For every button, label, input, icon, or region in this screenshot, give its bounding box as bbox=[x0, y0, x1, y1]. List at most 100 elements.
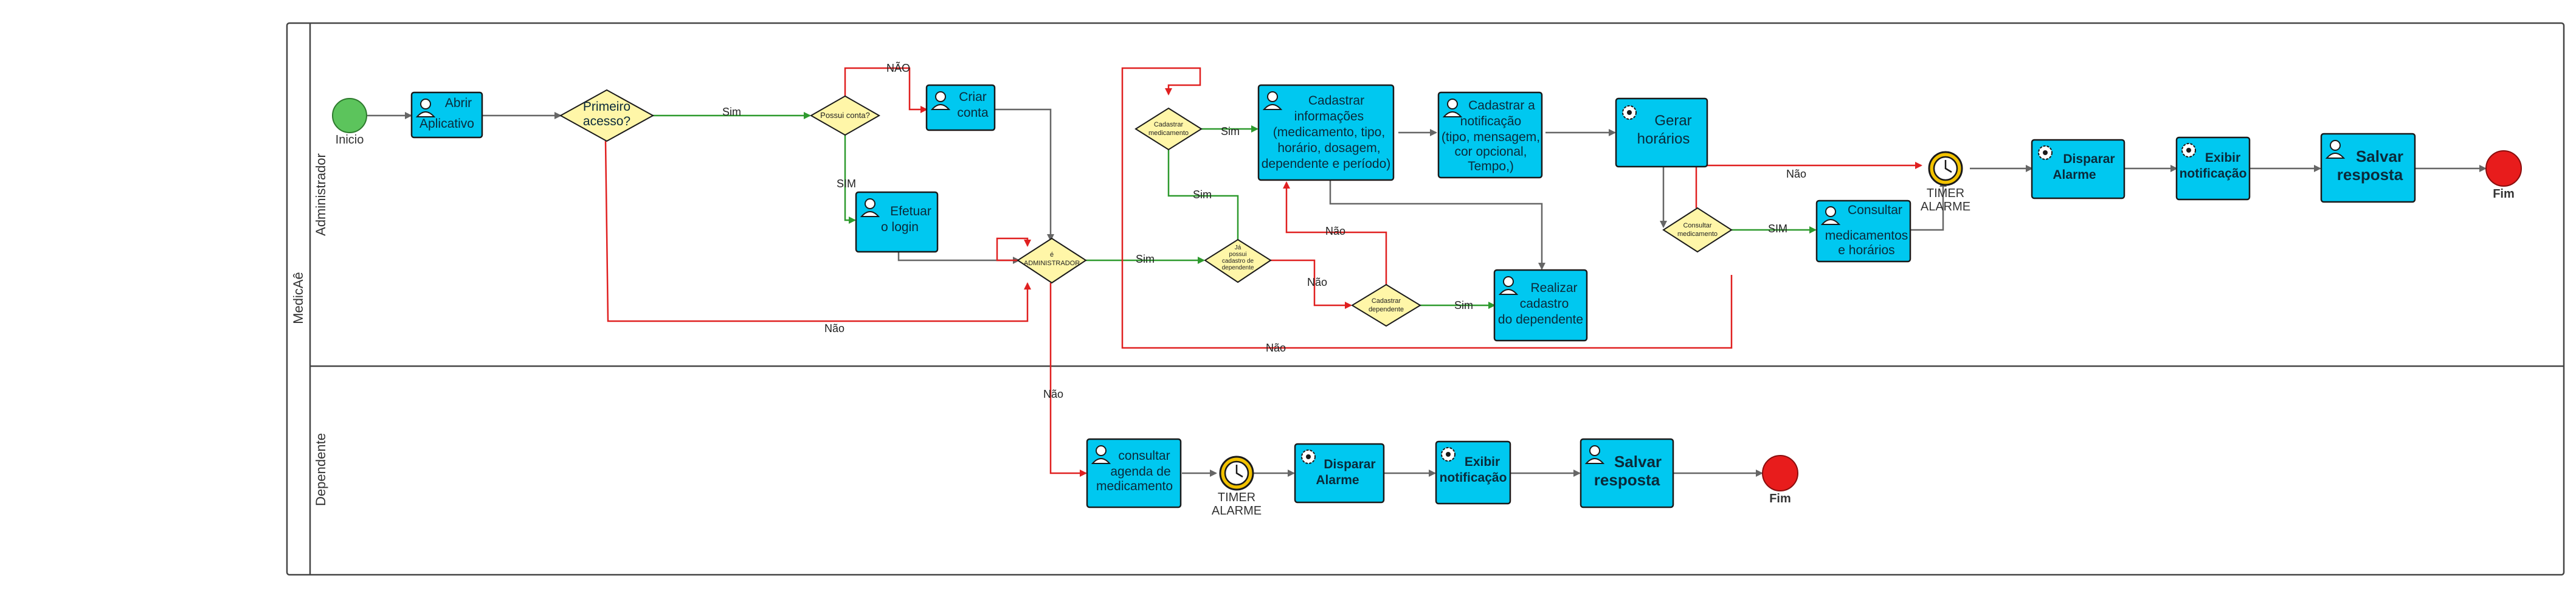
sequence-flows bbox=[367, 67, 2487, 477]
gateway-primeiro-text-1: Primeiro bbox=[583, 100, 630, 114]
task-criar-conta[interactable]: Criar conta bbox=[925, 84, 996, 131]
task-exibir-notificacao-admin[interactable]: Exibir notificação bbox=[2175, 136, 2251, 201]
task-abrir-text-2: Aplicativo bbox=[420, 117, 474, 131]
flow-criar-admin bbox=[986, 108, 1054, 241]
gateway-consultar-text-1: Consultar bbox=[1683, 222, 1711, 229]
task-cadinfo-text-3: (medicamento, tipo, bbox=[1273, 125, 1385, 139]
task-criar-text-1: Criar bbox=[959, 90, 987, 104]
gateway-administrador[interactable]: é ADMINISTRADOR bbox=[1017, 237, 1087, 284]
gateway-possui-dependente[interactable]: Já possui cadastro de dependente bbox=[1204, 238, 1272, 283]
flow-label-nao-admin: Não bbox=[1043, 388, 1063, 400]
task-realizar-text-2: cadastro bbox=[1520, 297, 1569, 311]
user-icon bbox=[1442, 99, 1463, 117]
flow-label-nao-consultar: Não bbox=[1786, 168, 1806, 180]
timer-event-admin[interactable]: TIMER ALARME bbox=[1921, 151, 1970, 213]
flow-admin-consultard bbox=[1049, 283, 1087, 477]
gateway-admin-text-1: é bbox=[1050, 251, 1054, 258]
flow-loop-nao bbox=[1121, 67, 1733, 349]
user-icon bbox=[930, 91, 951, 110]
timer-event-dependente[interactable]: TIMER ALARME bbox=[1212, 456, 1262, 518]
timer-dep-label-1: TIMER bbox=[1218, 491, 1255, 504]
task-cadastrar-informacoes[interactable]: Cadastrar informações (medicamento, tipo… bbox=[1257, 84, 1395, 181]
gateway-cadmed-text-1: Cadastrar bbox=[1154, 121, 1184, 128]
flow-label-nao-primeiro: Não bbox=[824, 322, 844, 335]
task-cadnotif-text-5: Tempo,) bbox=[1468, 159, 1514, 173]
flow-label-nao-loop: Não bbox=[1266, 342, 1286, 354]
task-consultar-medicamentos[interactable]: Consultar medicamentos e horários bbox=[1815, 199, 1911, 263]
gear-icon bbox=[1441, 447, 1455, 462]
task-cadinfo-text-2: informações bbox=[1294, 109, 1364, 123]
task-gerar-horarios[interactable]: Gerar horários bbox=[1615, 97, 1708, 168]
gateway-possui-conta[interactable]: Possui conta? bbox=[809, 95, 881, 136]
timer-admin-label-1: TIMER bbox=[1927, 187, 1964, 200]
task-salvara-text-1: Salvar bbox=[2356, 147, 2403, 165]
task-exibira-text-1: Exibir bbox=[2205, 151, 2240, 165]
lane-label-dependente: Dependente bbox=[313, 433, 328, 506]
task-efetuar-login[interactable]: Efetuar o login bbox=[855, 191, 939, 253]
task-gerar-text-1: Gerar bbox=[1654, 113, 1691, 129]
task-cadastrar-notificacao[interactable]: Cadastrar a notificação (tipo, mensagem,… bbox=[1437, 91, 1543, 179]
gateway-primeiro-acesso[interactable]: Primeiro acesso? bbox=[559, 89, 655, 142]
task-cadinfo-text-5: dependente e período) bbox=[1262, 157, 1391, 171]
task-cadinfo-text-4: horário, dosagem, bbox=[1277, 141, 1380, 155]
task-consultard-text-2: agenda de bbox=[1110, 465, 1170, 479]
flow-possuidep-cadmed bbox=[1165, 134, 1239, 242]
gear-icon bbox=[1301, 449, 1316, 464]
user-icon bbox=[1262, 91, 1283, 110]
task-cadnotif-text-3: (tipo, mensagem, bbox=[1442, 130, 1540, 144]
task-consultar-agenda[interactable]: consultar agenda de medicamento bbox=[1086, 438, 1182, 508]
gateway-cadastrar-dependente[interactable]: Cadastrar dependente bbox=[1351, 283, 1421, 327]
task-consultard-text-3: medicamento bbox=[1096, 479, 1173, 493]
task-exibir-notificacao-dep[interactable]: Exibir notificação bbox=[1435, 440, 1511, 505]
start-event-label: Inicio bbox=[336, 133, 364, 147]
task-disparad-text-1: Disparar bbox=[1324, 457, 1375, 471]
user-icon bbox=[1498, 276, 1519, 295]
start-event[interactable]: Inicio bbox=[332, 98, 367, 147]
task-realizar-text-1: Realizar bbox=[1530, 281, 1577, 295]
task-criar-text-2: conta bbox=[957, 106, 989, 120]
gateway-possui-text: Possui conta? bbox=[820, 111, 870, 120]
user-icon bbox=[1820, 206, 1841, 225]
gateway-cadastrar-medicamento[interactable]: Cadastrar medicamento bbox=[1134, 107, 1203, 151]
flow-labels: Sim NÃO SIM Não Sim Não Sim Sim Não Sim … bbox=[722, 61, 1806, 400]
end-event-admin[interactable]: Fim bbox=[2485, 150, 2522, 201]
task-cadinfo-text-1: Cadastrar bbox=[1308, 94, 1364, 108]
clock-icon bbox=[1944, 160, 1952, 173]
user-icon bbox=[860, 198, 880, 217]
task-disparar-alarme-admin[interactable]: Disparar Alarme bbox=[2031, 139, 2125, 199]
gateway-primeiro-text-2: acesso? bbox=[583, 114, 630, 128]
task-realizar-text-3: do dependente bbox=[1498, 313, 1583, 327]
task-disparar-alarme-dep[interactable]: Disparar Alarme bbox=[1294, 443, 1385, 504]
flow-cadinfo-realizar bbox=[1329, 181, 1545, 270]
flow-label-sim-possui: SIM bbox=[837, 178, 856, 190]
flow-label-sim-caddep: Sim bbox=[1454, 299, 1473, 311]
lane-label-admin: Administrador bbox=[313, 153, 328, 236]
flow-admin-self bbox=[996, 237, 1031, 262]
flow-label-sim-consultar: SIM bbox=[1768, 223, 1787, 235]
user-icon bbox=[1091, 445, 1111, 464]
gateway-consultar-medicamento[interactable]: Consultar medicamento bbox=[1662, 207, 1733, 253]
gateway-possuidep-text-4: dependente bbox=[1222, 265, 1254, 271]
task-abrir-text-1: Abrir bbox=[445, 96, 472, 110]
flow-possui-criar bbox=[844, 67, 928, 113]
flow-caddep-cadinfo bbox=[1283, 181, 1387, 287]
pool-label: MedicAê bbox=[291, 272, 306, 324]
task-dispara-text-2: Alarme bbox=[2053, 168, 2096, 182]
task-realizar-cadastro[interactable]: Realizar cadastro do dependente bbox=[1493, 269, 1588, 342]
task-consultara-text-3: e horários bbox=[1838, 243, 1894, 257]
task-cadnotif-text-1: Cadastrar a bbox=[1468, 99, 1535, 113]
task-salvar-resposta-dep[interactable]: Salvar resposta bbox=[1580, 438, 1674, 508]
timer-dep-label-2: ALARME bbox=[1212, 504, 1262, 518]
task-gerar-text-2: horários bbox=[1637, 131, 1690, 147]
task-salvard-text-2: resposta bbox=[1594, 471, 1660, 489]
gear-icon bbox=[2038, 145, 2053, 160]
task-exibird-text-2: notificação bbox=[1440, 471, 1507, 485]
task-login-text-1: Efetuar bbox=[890, 204, 931, 218]
task-salvara-text-2: resposta bbox=[2337, 165, 2403, 184]
gateway-possuidep-text-2: possui bbox=[1229, 251, 1247, 258]
task-abrir-aplicativo[interactable]: Abrir Aplicativo bbox=[410, 91, 483, 139]
gateway-cadmed-text-2: medicamento bbox=[1148, 130, 1189, 137]
end-event-dependente[interactable]: Fim bbox=[1762, 455, 1798, 505]
task-salvar-resposta-admin[interactable]: Salvar resposta bbox=[2320, 133, 2416, 203]
